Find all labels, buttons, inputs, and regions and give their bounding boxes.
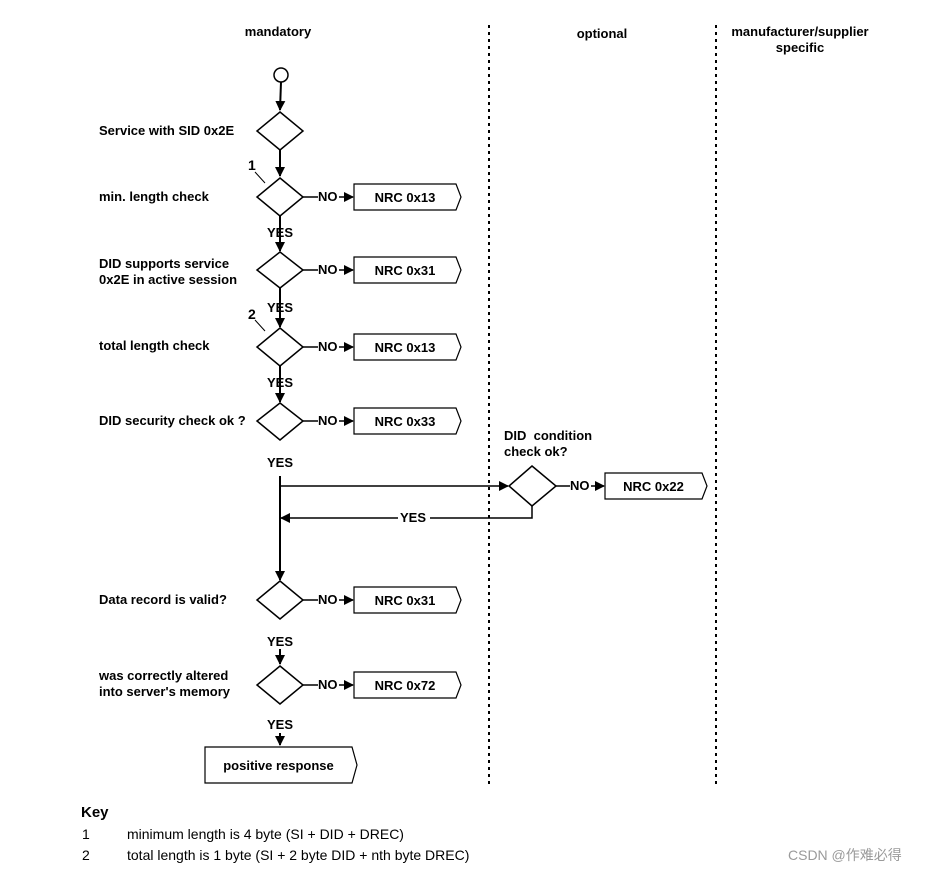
nrc-code-security: NRC 0x33 (374, 413, 436, 429)
marker-leader-2 (254, 319, 266, 332)
step-label-data-valid: Data record is valid? (99, 592, 227, 607)
branch-label-no: NO (318, 413, 338, 428)
branch-label-yes: YES (267, 717, 294, 732)
decision-diamond-data-valid (255, 580, 305, 620)
nrc-code-condition: NRC 0x22 (623, 478, 684, 494)
branch-label-yes: YES (400, 510, 427, 525)
column-header-manufacturer-line2: specific (775, 40, 825, 55)
column-header-mandatory: mandatory (244, 24, 312, 39)
nrc-box-did-supports (353, 256, 462, 284)
branch-label-yes: YES (267, 225, 294, 240)
nrc-box-security (353, 407, 462, 435)
key-item-number: 1 (82, 826, 90, 842)
flow-arrow-start (275, 81, 286, 111)
branch-label-no: NO (318, 592, 338, 607)
step-marker-1: 1 (248, 157, 256, 173)
decision-diamond-security (255, 402, 305, 441)
branch-label-yes: YES (267, 455, 294, 470)
key-item-number: 2 (82, 847, 90, 863)
step-label-altered: was correctly altered into server's memo… (99, 668, 230, 699)
branch-label-no: NO (570, 478, 590, 493)
decision-diamond-altered (255, 665, 305, 705)
key-title: Key (81, 804, 109, 821)
yes-return-line (430, 506, 533, 519)
nrc-box-total-length (353, 333, 462, 361)
column-header-manufacturer: manufacturer/supplier (731, 24, 869, 39)
decision-diamond-did-supports (255, 251, 305, 289)
column-header-optional: optional (576, 26, 628, 41)
step-label-total-length: total length check (99, 338, 210, 353)
step-label-min-length: min. length check (99, 189, 209, 204)
key-item-text: total length is 1 byte (SI + 2 byte DID … (127, 847, 470, 863)
watermark: CSDN @作难必得 (788, 847, 902, 863)
branch-label-yes: YES (267, 634, 294, 649)
start-node (273, 67, 289, 83)
nrc-box-data-valid (353, 586, 462, 614)
decision-diamond-min-length (255, 177, 305, 217)
branch-label-no: NO (318, 189, 338, 204)
decision-diamond-service (255, 111, 305, 151)
nrc-box-min-length (353, 183, 462, 211)
nrc-code-did-supports: NRC 0x31 (374, 262, 436, 278)
step-label-security: DID security check ok ? (99, 413, 246, 428)
nrc-box-altered (353, 671, 462, 699)
positive-response-box (204, 746, 358, 784)
positive-response-label: positive response (223, 757, 334, 773)
branch-label-no: NO (318, 339, 338, 354)
nrc-code-total-length: NRC 0x13 (374, 339, 436, 355)
step-label-condition: DID condition check ok? (504, 428, 593, 459)
nrc-box-condition (604, 472, 708, 500)
branch-label-yes: YES (267, 300, 294, 315)
nrc-code-altered: NRC 0x72 (374, 677, 436, 693)
branch-label-yes: YES (267, 375, 294, 390)
key-item-text: minimum length is 4 byte (SI + DID + DRE… (127, 826, 404, 842)
step-label-service: Service with SID 0x2E (99, 123, 235, 138)
decision-diamond-condition (507, 465, 558, 507)
nrc-code-min-length: NRC 0x13 (374, 189, 436, 205)
step-marker-2: 2 (248, 306, 256, 322)
nrc-code-data-valid: NRC 0x31 (374, 592, 436, 608)
decision-diamond-total-length (255, 327, 305, 367)
branch-label-no: NO (318, 262, 338, 277)
step-label-did-supports: DID supports service 0x2E in active sess… (99, 256, 238, 287)
marker-leader-1 (254, 171, 266, 184)
branch-label-no: NO (318, 677, 338, 692)
